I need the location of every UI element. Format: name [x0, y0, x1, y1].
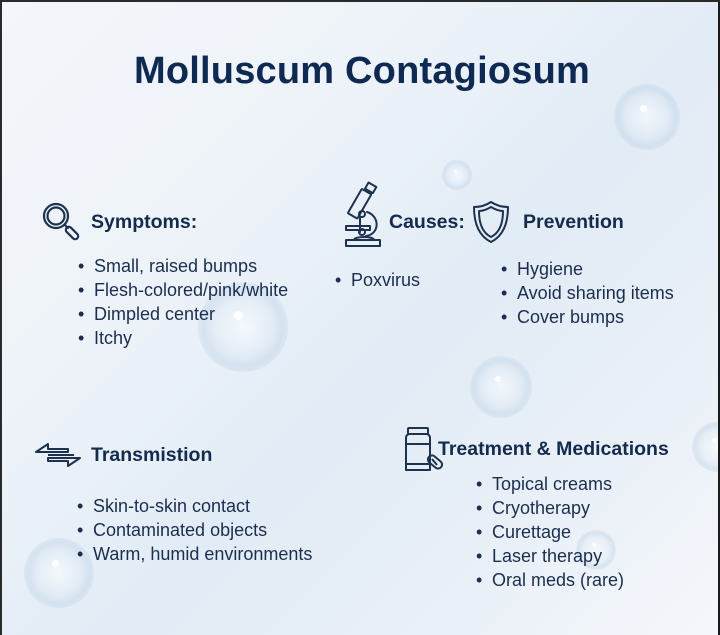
causes-heading: Causes: [389, 211, 465, 233]
list-item: Small, raised bumps [78, 254, 288, 278]
treatment-heading: Treatment & Medications [438, 438, 669, 460]
list-item: Flesh-colored/pink/white [78, 278, 288, 302]
medicine-bottle-pill-icon [402, 426, 446, 474]
page-title: Molluscum Contagiosum [134, 50, 590, 92]
causes-list: Poxvirus [335, 268, 420, 292]
list-item: Avoid sharing items [501, 281, 674, 305]
shield-icon [471, 200, 511, 244]
list-item: Dimpled center [78, 302, 288, 326]
magnifying-glass-icon [40, 200, 84, 242]
symptoms-heading: Symptoms: [91, 211, 198, 233]
list-item: Contaminated objects [77, 518, 312, 542]
list-item: Curettage [476, 520, 624, 544]
treatment-list: Topical creams Cryotherapy Curettage Las… [476, 472, 624, 592]
transmission-heading: Transmistion [91, 444, 213, 466]
symptoms-list: Small, raised bumps Flesh-colored/pink/w… [78, 254, 288, 350]
list-item: Topical creams [476, 472, 624, 496]
bubble-decoration [614, 84, 680, 150]
frame-border-left [0, 0, 2, 635]
list-item: Cover bumps [501, 305, 674, 329]
transmission-list: Skin-to-skin contact Contaminated object… [77, 494, 312, 566]
list-item: Warm, humid environments [77, 542, 312, 566]
frame-border-top [0, 0, 720, 2]
list-item: Itchy [78, 326, 288, 350]
bubble-decoration [692, 422, 718, 472]
list-item: Laser therapy [476, 544, 624, 568]
list-item: Cryotherapy [476, 496, 624, 520]
bidirectional-arrows-icon [34, 442, 82, 468]
list-item: Skin-to-skin contact [77, 494, 312, 518]
list-item: Oral meds (rare) [476, 568, 624, 592]
microscope-icon [340, 180, 386, 248]
prevention-heading: Prevention [523, 211, 624, 233]
bubble-decoration [442, 160, 472, 190]
list-item: Poxvirus [335, 268, 420, 292]
list-item: Hygiene [501, 257, 674, 281]
prevention-list: Hygiene Avoid sharing items Cover bumps [501, 257, 674, 329]
bubble-decoration [470, 356, 532, 418]
